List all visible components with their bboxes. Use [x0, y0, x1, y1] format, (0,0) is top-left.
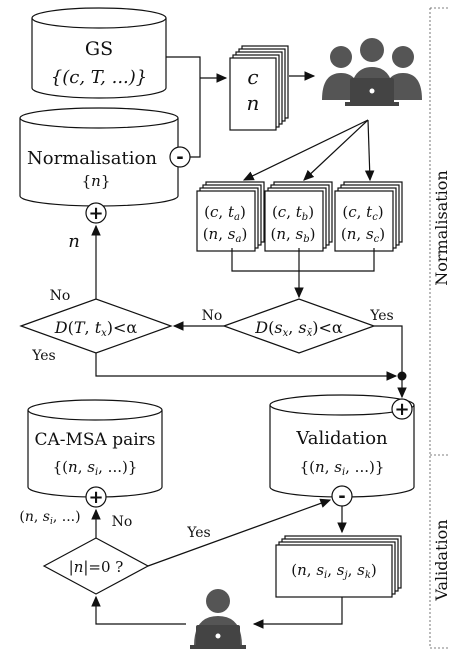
triple-b-bottom: (n, sb) [270, 225, 315, 245]
ca-msa-database [27, 399, 163, 498]
ca-msa-content: {(n, si, ...)} [53, 458, 138, 478]
annotator-group-icon [322, 38, 422, 106]
triple-a-bottom: (n, sa) [203, 225, 248, 245]
pair-output-label: (n, si, ...) [19, 509, 80, 527]
normalisation-plus-port [85, 202, 107, 224]
triple-c-bottom: (n, sc) [341, 225, 385, 245]
edge-annotators-to-a [242, 119, 369, 181]
gs-content: {(c, T, ...)} [51, 67, 148, 88]
validation-stack-text: (n, si, sj, sk) [291, 561, 377, 581]
edge-dt-yes [95, 353, 398, 381]
validation-title: Validation [295, 428, 388, 449]
validation-plus-port [391, 398, 413, 420]
decision-d-sx-label: D(sx, sx̄)<α [254, 318, 343, 339]
plus-sign-2: + [88, 487, 103, 508]
annotator-icon [190, 589, 246, 649]
gs-title: GS [85, 38, 113, 60]
edge-annotators-to-b [303, 119, 369, 181]
edge-nzero-yes [147, 498, 332, 567]
triple-stack-c [334, 181, 403, 252]
edge-annotators-to-c [364, 119, 375, 182]
edge-gs-to-stack [166, 56, 201, 158]
plus-sign-3: + [394, 399, 409, 420]
plus-sign: + [88, 203, 103, 224]
normalisation-title: Normalisation [27, 148, 157, 169]
triple-stack-b [264, 181, 333, 252]
label-no-1: No [202, 308, 223, 324]
triple-a-top: (c, ta) [204, 203, 246, 223]
triple-stack-a [196, 181, 265, 252]
cn-c: c [247, 65, 258, 89]
edge-annotator-to-decision [91, 595, 186, 625]
validation-content: {(n, si, ...)} [300, 458, 385, 478]
label-no-2: No [50, 288, 71, 304]
section-label-normalisation: Normalisation [432, 170, 451, 285]
minus-sign: - [176, 147, 183, 168]
label-yes-1: Yes [369, 308, 394, 324]
triple-c-top: (c, tc) [342, 203, 383, 223]
ca-msa-plus-port [85, 486, 107, 508]
triple-b-top: (c, tb) [272, 203, 314, 223]
section-separators [429, 7, 450, 649]
label-no-3: No [112, 514, 133, 530]
decision-d-t-label: D(T, tx)<α [54, 318, 138, 339]
validation-document-stack [275, 535, 402, 598]
section-label-validation: Validation [432, 519, 451, 601]
label-yes-2: Yes [31, 348, 56, 364]
minus-sign-2: - [338, 486, 345, 507]
normalisation-database [19, 107, 179, 207]
ca-msa-title: CA-MSA pairs [34, 430, 155, 450]
cn-n: n [247, 91, 260, 115]
label-yes-3: Yes [186, 525, 211, 541]
cn-document-stack [229, 45, 289, 131]
edge-stack-to-annotator [252, 597, 343, 629]
gs-database [31, 7, 167, 99]
junction-dot [397, 371, 407, 381]
label-n: n [68, 231, 80, 252]
validation-database [269, 394, 415, 498]
normalisation-content: {n} [82, 172, 111, 190]
decision-d-t [19, 298, 173, 354]
edge-triples-merge [231, 248, 375, 272]
edge-dsx-yes [374, 325, 403, 374]
decision-n-zero-label: |n|=0 ? [69, 558, 124, 576]
